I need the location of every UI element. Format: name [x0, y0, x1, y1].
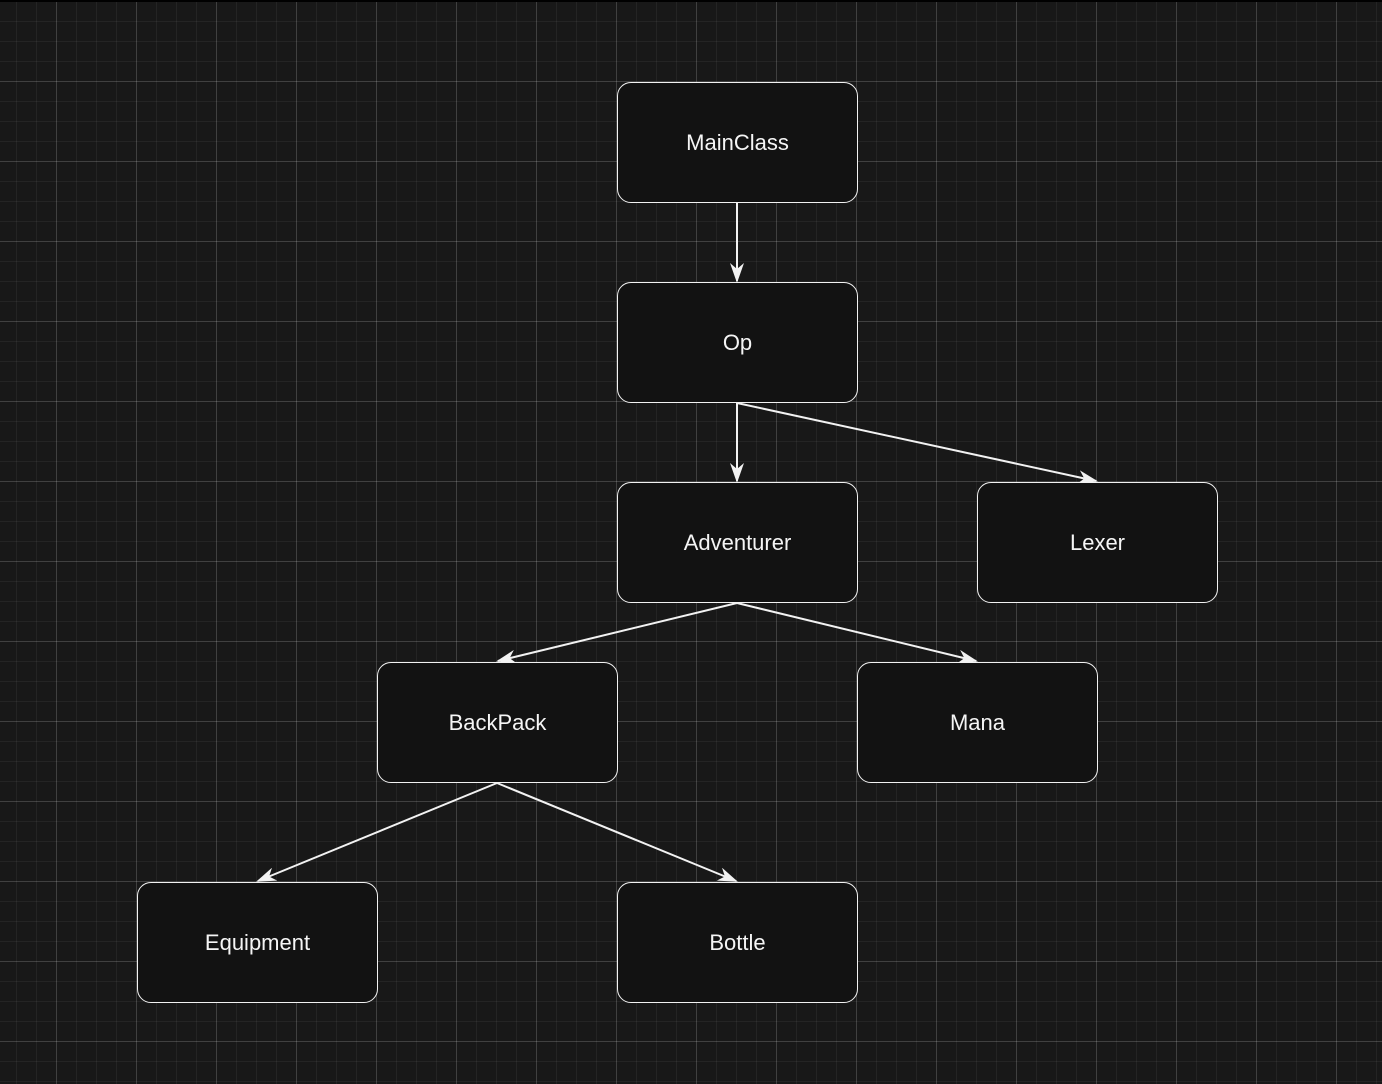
node-label: Adventurer: [683, 529, 792, 555]
node-label: Bottle: [709, 929, 766, 955]
edge-op-lexer[interactable]: [736, 402, 1098, 485]
edge-backpack-bottle[interactable]: [496, 782, 738, 882]
node-adventurer[interactable]: Adventurer: [617, 482, 858, 603]
node-equipment[interactable]: Equipment: [137, 882, 378, 1003]
node-label: BackPack: [448, 709, 547, 735]
node-label: Equipment: [204, 929, 311, 955]
node-op[interactable]: Op: [617, 282, 858, 403]
node-mana[interactable]: Mana: [857, 662, 1098, 783]
top-border: [0, 0, 1382, 2]
edge-backpack-equipment[interactable]: [256, 782, 498, 882]
node-bottle[interactable]: Bottle: [617, 882, 858, 1003]
edge-adventurer-backpack[interactable]: [496, 602, 738, 664]
node-label: Lexer: [1069, 529, 1126, 555]
node-mainclass[interactable]: MainClass: [617, 82, 858, 203]
node-lexer[interactable]: Lexer: [977, 482, 1218, 603]
node-label: MainClass: [686, 129, 789, 155]
node-label: Op: [722, 329, 753, 355]
node-backpack[interactable]: BackPack: [377, 662, 618, 783]
edge-adventurer-mana[interactable]: [736, 602, 978, 664]
node-label: Mana: [949, 709, 1006, 735]
